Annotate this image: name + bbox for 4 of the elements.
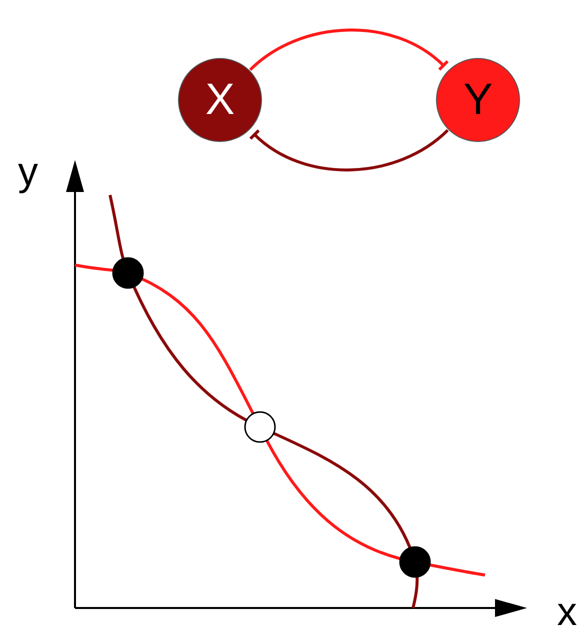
axis-label: y xyxy=(18,152,38,192)
node-label: X xyxy=(205,78,235,122)
axis-label: x xyxy=(557,592,577,629)
node-label: Y xyxy=(463,78,493,122)
